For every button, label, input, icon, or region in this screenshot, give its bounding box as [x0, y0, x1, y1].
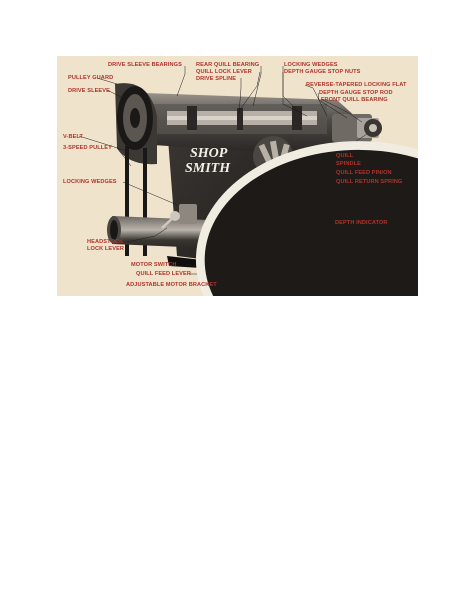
label-depth-indicator: DEPTH INDICATOR — [335, 220, 388, 226]
label-locking-wedges-top: LOCKING WEDGES — [284, 62, 338, 68]
label-3-speed-pulley: 3-SPEED PULLEY — [63, 145, 112, 151]
label-quill-feed-pinion: QUILL FEED PINION — [336, 170, 392, 176]
quill-nose — [332, 114, 382, 142]
label-spindle: SPINDLE — [336, 161, 361, 167]
label-rear-quill-bearing: REAR QUILL BEARING — [196, 62, 260, 68]
label-pulley-guard: PULLEY GUARD — [68, 75, 114, 81]
shopsmith-logo: SHOP SMITH — [178, 140, 418, 296]
pulley-and-guard — [115, 83, 157, 165]
label-motor-switch: MOTOR SWITCH — [131, 262, 177, 268]
label-headstock: HEADSTOCK — [87, 239, 124, 245]
label-depth-gauge-stop-nuts: DEPTH GAUGE STOP NUTS — [284, 69, 361, 75]
label-locking-wedges-left: LOCKING WEDGES — [63, 179, 117, 185]
label-front-quill-bearing: FRONT QUILL BEARING — [321, 97, 388, 103]
label-v-belt: V-BELT — [63, 134, 84, 140]
label-reverse-tapered-locking-flat: REVERSE-TAPERED LOCKING FLAT — [306, 82, 407, 88]
label-quill: QUILL — [336, 153, 354, 159]
shopsmith-headstock-diagram: SHOP SMITH DRIVE SLEEVE BEARINGS REAR QU… — [57, 56, 418, 296]
label-quill-return-spring: QUILL RETURN SPRING — [336, 179, 403, 185]
label-quill-lock-lever: QUILL LOCK LEVER — [196, 69, 252, 75]
label-drive-sleeve-bearings: DRIVE SLEEVE BEARINGS — [108, 62, 182, 68]
label-lock-lever: LOCK LEVER — [87, 246, 125, 252]
label-depth-gauge-stop-rod: DEPTH GAUGE STOP ROD — [319, 90, 393, 96]
label-drive-spline: DRIVE SPLINE — [196, 76, 237, 82]
label-drive-sleeve: DRIVE SLEEVE — [68, 88, 110, 94]
logo-line-1: SHOP — [190, 146, 228, 161]
label-adjustable-motor-bracket: ADJUSTABLE MOTOR BRACKET — [126, 282, 217, 288]
logo-line-2: SMITH — [185, 161, 231, 176]
label-quill-feed-lever: QUILL FEED LEVER — [136, 271, 191, 277]
